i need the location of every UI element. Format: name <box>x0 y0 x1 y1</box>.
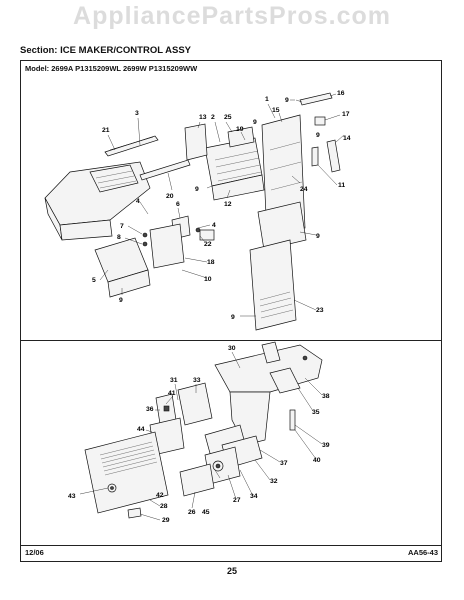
diagram-code: AA56-43 <box>407 548 438 557</box>
lower-callouts: 30 31 33 41 36 44 38 35 39 40 37 32 34 2… <box>68 345 330 524</box>
auger-shaft-drawing <box>139 159 191 181</box>
lower-leader-lines <box>79 351 323 521</box>
callout-41: 41 <box>168 390 176 397</box>
upper-leader-lines <box>99 93 345 317</box>
icemaker-body-drawing <box>204 137 265 201</box>
callout-19: 19 <box>236 126 244 133</box>
rear-cover-panel-drawing <box>249 239 297 331</box>
callout-42: 42 <box>156 492 164 499</box>
callout-18: 18 <box>207 259 215 266</box>
callout-33: 33 <box>193 377 201 384</box>
callout-39: 39 <box>322 442 330 449</box>
model-line: Model: 2699A P1315209WL 2699W P1315209WW <box>25 64 198 73</box>
lower-housing-drawing <box>94 237 151 298</box>
callout-44: 44 <box>137 426 145 433</box>
callout-4a: 4 <box>136 198 140 205</box>
switch-assembly-drawing <box>142 215 201 269</box>
front-control-panel-drawing <box>84 431 169 514</box>
callout-31: 31 <box>170 377 178 384</box>
control-cover-drawing <box>184 123 208 161</box>
site-watermark: AppliancePartsPros.com <box>73 2 391 30</box>
callout-35: 35 <box>312 409 320 416</box>
callout-6: 6 <box>176 201 180 208</box>
callout-30: 30 <box>228 345 236 352</box>
diagram-frame <box>20 60 442 562</box>
callout-37: 37 <box>280 460 288 467</box>
callout-17: 17 <box>342 111 350 118</box>
top-bar-drawing <box>299 92 333 106</box>
callout-1: 1 <box>265 96 269 103</box>
section-divider <box>20 340 442 341</box>
callout-23: 23 <box>316 307 324 314</box>
callout-13: 13 <box>199 114 207 121</box>
callout-9b: 9 <box>285 97 289 104</box>
callout-4b: 4 <box>212 222 216 229</box>
fill-tube-drawing <box>104 135 159 157</box>
callout-32: 32 <box>270 478 278 485</box>
bracket-strip-drawing <box>311 146 319 167</box>
callout-43: 43 <box>68 493 76 500</box>
callout-25: 25 <box>224 114 232 121</box>
callout-8: 8 <box>117 234 121 241</box>
callout-12: 12 <box>224 201 232 208</box>
mold-bracket-drawing <box>227 126 255 148</box>
callout-21: 21 <box>102 127 110 134</box>
spacer-drawing <box>289 409 296 431</box>
mounting-clip-drawing <box>127 507 142 519</box>
callout-40: 40 <box>313 457 321 464</box>
ice-bucket-drawing <box>44 161 151 241</box>
footer-rule <box>20 545 442 546</box>
callout-9f: 9 <box>231 314 235 321</box>
actuator-rod-drawing <box>269 367 301 394</box>
callout-10: 10 <box>204 276 212 283</box>
callout-22: 22 <box>204 241 212 248</box>
side-strip-drawing <box>326 139 341 173</box>
callout-11: 11 <box>338 182 345 189</box>
callout-9e: 9 <box>316 233 320 240</box>
callout-45: 45 <box>202 509 210 516</box>
callout-9g: 9 <box>119 297 123 304</box>
upper-callouts: 3 21 20 2 13 25 19 1 15 9 9 16 17 14 9 2… <box>92 90 351 321</box>
revision-date: 12/06 <box>25 548 44 557</box>
callout-38a: 38 <box>322 393 330 400</box>
callout-9a: 9 <box>253 119 257 126</box>
callout-3: 3 <box>135 110 139 117</box>
evaporator-shield-drawing <box>257 201 307 251</box>
callout-15: 15 <box>272 107 280 114</box>
callout-29: 29 <box>162 517 170 524</box>
section-title: Section: ICE MAKER/CONTROL ASSY <box>20 45 192 56</box>
callout-9d: 9 <box>195 186 199 193</box>
callout-7: 7 <box>120 223 124 230</box>
lower-plate-drawing <box>179 463 215 497</box>
callout-20: 20 <box>166 193 174 200</box>
page-number: 25 <box>226 566 237 576</box>
callout-26: 26 <box>188 509 196 516</box>
callout-9c: 9 <box>316 132 320 139</box>
control-bracket-drawing <box>177 382 213 426</box>
connector-drawing <box>199 229 215 241</box>
callout-27: 27 <box>233 497 241 504</box>
callout-36: 36 <box>146 406 154 413</box>
callout-2: 2 <box>211 114 215 121</box>
callout-34: 34 <box>250 493 258 500</box>
callout-5: 5 <box>92 277 96 284</box>
clip-drawing <box>314 116 326 126</box>
callout-28: 28 <box>160 503 168 510</box>
callout-16: 16 <box>337 90 345 97</box>
callout-14: 14 <box>343 135 351 142</box>
callout-24: 24 <box>300 186 308 193</box>
control-modules-drawing <box>204 424 263 485</box>
